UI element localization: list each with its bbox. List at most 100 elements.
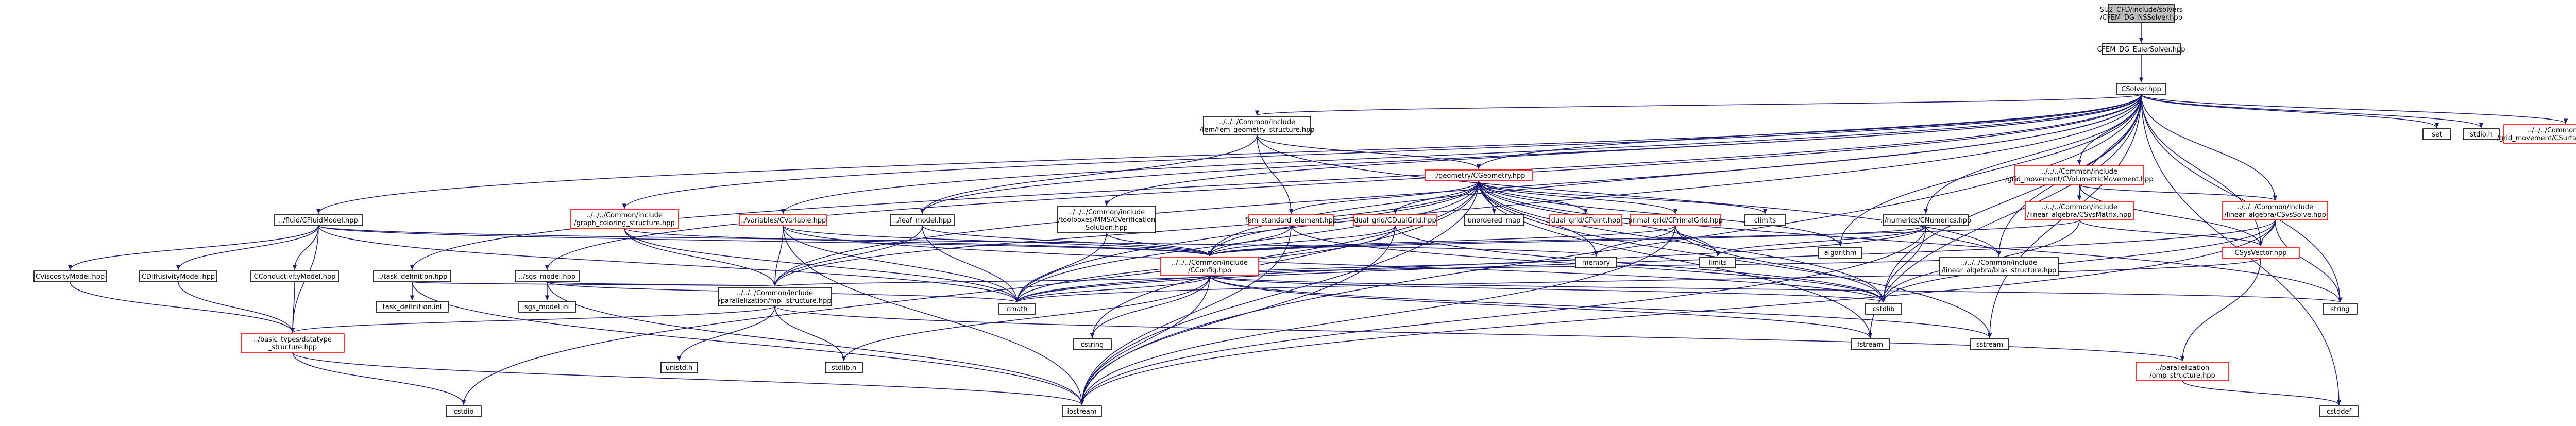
edge-csolver-to-algorithm xyxy=(1838,94,2142,247)
node-variable[interactable]: ../variables/CVariable.hpp xyxy=(739,214,827,226)
edge-mpi-to-omp xyxy=(774,305,2184,362)
edge-csolver-to-sgs xyxy=(545,94,2142,270)
node-label: unistd.h xyxy=(666,364,693,372)
node-dualgrid[interactable]: dual_grid/CDualGrid.hpp xyxy=(1353,214,1437,226)
node-euler[interactable]: CFEM_DG_EulerSolver.hpp xyxy=(2097,43,2185,55)
node-label: /linear_algebra/CSysSolve.hpp xyxy=(2224,211,2326,219)
node-memory[interactable]: memory xyxy=(1575,257,1617,268)
node-algorithm[interactable]: algorithm xyxy=(1818,247,1862,259)
node-unistd[interactable]: unistd.h xyxy=(660,362,698,373)
node-sstream[interactable]: sstream xyxy=(1970,338,2009,350)
node-box xyxy=(1353,214,1437,226)
node-csolver[interactable]: CSolver.hpp xyxy=(2116,83,2166,95)
edge-geometry-to-iostream xyxy=(1079,180,1479,405)
edge-basictypes-to-iostream xyxy=(292,352,1084,405)
edge-csolver-to-cmath xyxy=(1014,94,2142,303)
node-box xyxy=(2422,128,2451,140)
node-box xyxy=(2319,405,2359,417)
node-omp[interactable]: ../parallelization/omp_structure.hpp xyxy=(2136,362,2229,381)
node-syssolve[interactable]: ../../../Common/include/linear_algebra/C… xyxy=(2222,201,2328,220)
edge-variable-to-iostream xyxy=(783,225,1084,405)
node-box xyxy=(1575,257,1617,268)
node-sgs[interactable]: ../sgs_model.hpp xyxy=(515,270,580,282)
node-stdlib[interactable]: stdio.h xyxy=(2463,128,2500,140)
edge-dualgrid-to-config xyxy=(1207,225,1396,257)
node-femstd[interactable]: fem_standard_element.hpp xyxy=(1245,214,1337,226)
node-label: fem_standard_element.hpp xyxy=(1245,217,1337,225)
node-limits[interactable]: limits xyxy=(1699,257,1736,268)
node-box xyxy=(33,270,107,282)
node-climits[interactable]: climits xyxy=(1744,214,1786,226)
edge-gridvol-to-csysvector xyxy=(2079,184,2263,247)
node-iostream[interactable]: iostream xyxy=(1062,405,1102,417)
node-primal[interactable]: primal_grid/CPrimalGrid.hpp xyxy=(1628,214,1723,226)
node-sysmatrix[interactable]: ../../../Common/include/linear_algebra/C… xyxy=(2025,201,2134,220)
node-sgsinl[interactable]: sgs_model.inl xyxy=(518,301,576,313)
node-box xyxy=(890,214,955,226)
edge-geometry-to-cstring xyxy=(1090,180,1479,338)
node-box xyxy=(376,301,449,313)
node-stdlibh[interactable]: stdlib.h xyxy=(825,362,863,373)
node-leastmodel[interactable]: ../leaf_model.hpp xyxy=(890,214,955,226)
node-label: CConductivityModel.hpp xyxy=(254,273,336,281)
node-cstring[interactable]: cstring xyxy=(1073,338,1112,350)
node-taskdef[interactable]: ../task_definition.hpp xyxy=(373,270,451,282)
node-label: ../basic_types/datatype xyxy=(253,336,331,344)
node-femgeo[interactable]: ../../../Common/include/fem/fem_geometry… xyxy=(1199,116,1315,135)
node-label: ../geometry/CGeometry.hpp xyxy=(1432,172,1526,180)
edge-geometry-to-cstdlib xyxy=(1478,180,1886,303)
edge-config-to-memory xyxy=(1209,255,1598,276)
edge-geometry-to-climits xyxy=(1478,180,1768,214)
node-label: fstream xyxy=(1857,341,1883,349)
node-cpoint[interactable]: dual_grid/CPoint.hpp xyxy=(1549,214,1622,226)
node-box xyxy=(1248,214,1334,226)
node-box xyxy=(515,270,580,282)
edge-csysvector-to-cmath xyxy=(1015,258,2261,303)
node-label: _structure.hpp xyxy=(268,344,317,351)
node-string[interactable]: string xyxy=(2323,303,2358,315)
node-box xyxy=(139,270,217,282)
node-cstdlib[interactable]: cstdlib xyxy=(1865,303,1902,315)
node-fluid[interactable]: ../fluid/CFluidModel.hpp xyxy=(274,214,363,226)
node-cstddef[interactable]: cstddef xyxy=(2319,405,2359,417)
node-numerics[interactable]: ../numerics/CNumerics.hpp xyxy=(1880,214,1972,226)
node-viscosity[interactable]: CViscosityModel.hpp xyxy=(33,270,107,282)
node-label: /linear_algebra/CSysMatrix.hpp xyxy=(2027,211,2131,219)
edge-syssolve-to-csysvector xyxy=(2258,219,2276,247)
node-coloring[interactable]: ../../../Common/include/graph_coloring_s… xyxy=(570,209,679,229)
node-cmath[interactable]: cmath xyxy=(998,303,1036,315)
node-box xyxy=(2102,43,2181,55)
edge-sgs-to-mpi xyxy=(547,281,776,287)
edge-csolver-to-string xyxy=(2141,94,2343,303)
node-geometry[interactable]: ../geometry/CGeometry.hpp xyxy=(1425,169,1533,181)
node-config[interactable]: ../../../Common/include/CConfig.hpp xyxy=(1160,257,1259,276)
node-unordered[interactable]: unordered_map xyxy=(1464,214,1524,226)
node-label: sstream xyxy=(1976,341,2003,349)
node-surfmov[interactable]: ../../../Common/include/grid_movement/CS… xyxy=(2497,124,2576,144)
edge-fluid-to-viscosity xyxy=(67,225,319,270)
node-mpi[interactable]: ../../../Common/include/parallelization/… xyxy=(718,287,832,306)
edge-sysmatrix-to-csysvector xyxy=(2079,219,2263,247)
node-label: ../../../Common/include xyxy=(2237,203,2313,211)
node-fstream[interactable]: fstream xyxy=(1851,338,1890,350)
node-csysvector[interactable]: CSysVector.hpp xyxy=(2222,247,2300,259)
node-label: ../parallelization xyxy=(2156,364,2209,372)
node-basictypes[interactable]: ../basic_types/datatype_structure.hpp xyxy=(241,333,345,353)
edge-coloring-to-mpi xyxy=(624,228,777,287)
node-label: /omp_structure.hpp xyxy=(2149,372,2215,380)
node-box xyxy=(1699,257,1736,268)
node-blas[interactable]: ../../../Common/include/linear_algebra/b… xyxy=(1939,257,2059,276)
node-conductivity[interactable]: CConductivityModel.hpp xyxy=(250,270,339,282)
node-cstdio[interactable]: cstdio xyxy=(446,405,482,417)
node-diffusivity[interactable]: CDiffusivityModel.hpp xyxy=(139,270,217,282)
node-box xyxy=(718,287,832,306)
edge-csolver-to-csysvector xyxy=(2141,94,2263,247)
edge-fluid-to-cmath xyxy=(318,225,1020,303)
node-gridvol[interactable]: ../../../Common/include/grid_movement/CV… xyxy=(2005,165,2154,185)
node-mms[interactable]: ../../../Common/include/toolboxes/MMS/CV… xyxy=(1057,206,1156,233)
edge-variable-to-cstdlib xyxy=(783,225,1886,303)
node-label: /grid_movement/CVolumetricMovement.hpp xyxy=(2005,176,2153,183)
node-taskinl[interactable]: task_definition.inl xyxy=(376,301,449,313)
node-set[interactable]: set xyxy=(2422,128,2451,140)
edge-fluid-to-memory xyxy=(318,225,1598,257)
